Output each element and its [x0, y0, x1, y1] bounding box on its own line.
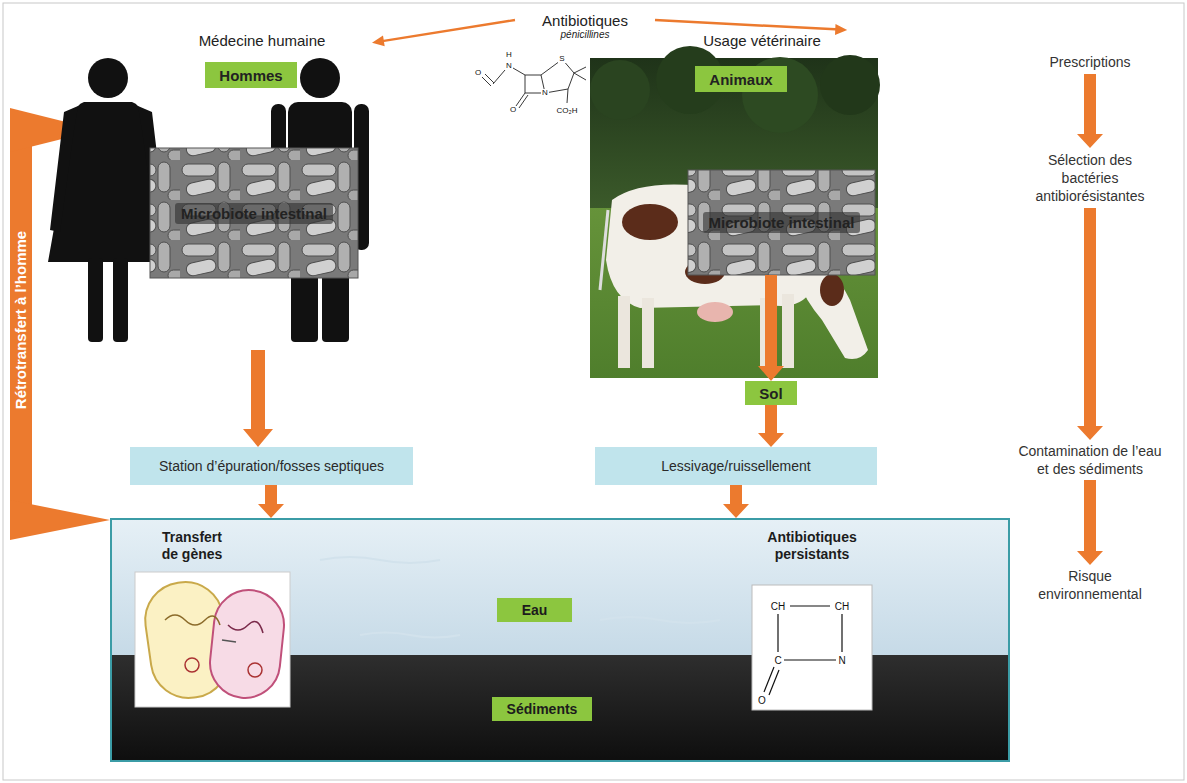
- node-text: Microbiote intestinal: [175, 203, 333, 224]
- node-text: Hommes: [219, 67, 282, 84]
- beta-lactam-structure: [752, 585, 872, 710]
- cow-photo: [590, 46, 880, 378]
- frame: [3, 3, 1184, 780]
- flow-arrow: [758, 405, 784, 447]
- penicillin-structure: [482, 59, 586, 108]
- atom-label: O: [509, 106, 517, 115]
- group-label: Hommes: [205, 62, 297, 88]
- node-text: Antibiotiques: [542, 12, 628, 29]
- atom-label: H: [505, 51, 513, 60]
- flow-arrow: [723, 485, 749, 518]
- group-label: Eau: [497, 598, 572, 622]
- node-text: Contamination de l’eau et des sédiments: [1015, 442, 1165, 478]
- node-text: Sédiments: [507, 701, 578, 718]
- node-text: Sélection des bactéries antibiorésistant…: [1020, 151, 1160, 205]
- node-text: Antibiotiques persistants: [760, 529, 864, 563]
- process-step: Contamination de l’eau et des sédiments: [1015, 440, 1165, 480]
- veterinary-region: Usage vétérinaireAnimauxMicrobiote intes…: [585, 30, 883, 408]
- process-box: Station d’épuration/fosses septiques: [130, 447, 413, 485]
- group-label: Animaux: [695, 66, 787, 92]
- atom-label: CH: [834, 601, 850, 612]
- microbiota-image: [150, 148, 358, 278]
- node-text: Microbiote intestinal: [703, 212, 861, 233]
- process-step: Risque environnemental: [1015, 565, 1165, 605]
- atom-label: S: [558, 55, 565, 64]
- node-text: Médecine humaine: [199, 32, 326, 49]
- node-text: Usage vétérinaire: [703, 32, 821, 49]
- atom-label: N: [505, 62, 513, 71]
- node-text: Risque environnemental: [1015, 567, 1165, 603]
- node-text: Rétrotransfert à l’homme: [10, 150, 32, 490]
- atom-label: CH: [770, 601, 786, 612]
- process-step: Sélection des bactéries antibiorésistant…: [1020, 148, 1160, 208]
- node-text: Prescriptions: [1050, 53, 1131, 71]
- node-text: Station d’épuration/fosses septiques: [159, 458, 384, 474]
- microbiota-image: [688, 170, 875, 275]
- flow-arrow: [758, 275, 784, 381]
- flow-arrow: [243, 350, 273, 447]
- atom-label: C: [773, 655, 782, 666]
- microbiota-picture: Microbiote intestinal: [688, 170, 875, 275]
- atom-label: N: [837, 655, 846, 666]
- process-step: Prescriptions: [1005, 50, 1175, 74]
- atom-label: O: [474, 69, 482, 78]
- node-text: Lessivage/ruissellement: [661, 458, 810, 474]
- water-sediment-ground: [110, 518, 1010, 762]
- group-label: Sol: [745, 381, 797, 405]
- retrotransfer-bracket: Rétrotransfert à l’homme: [10, 150, 32, 490]
- water-sediment-panel: Transfert de gènes Antibiotiques persista…: [110, 518, 1010, 762]
- atom-label: O: [757, 695, 767, 706]
- node-text: Eau: [522, 602, 548, 619]
- gene-transfer-picture: [135, 572, 290, 707]
- antibiotic-source: Antibiotiquespénicillines: [515, 6, 655, 46]
- node-text: pénicillines: [561, 29, 610, 40]
- node-text: Transfert de gènes: [153, 529, 231, 563]
- flow-arrow: [1077, 480, 1103, 565]
- process-box: Lessivage/ruissellement: [595, 447, 877, 485]
- microbiota-picture: Microbiote intestinal: [150, 148, 358, 278]
- flow-arrow: [258, 485, 284, 518]
- group-label: Sédiments: [492, 697, 592, 721]
- atom-label: N: [541, 89, 549, 98]
- flow-arrow: [372, 19, 515, 47]
- node-text: Animaux: [709, 71, 772, 88]
- people-silhouettes: [48, 58, 369, 342]
- atom-label: CO₂H: [556, 107, 579, 116]
- flow-arrow: [1077, 208, 1103, 440]
- human-medicine-region: Médecine humaineHommesMicrobiote intesti…: [30, 30, 372, 350]
- flow-arrow: [1077, 74, 1103, 148]
- node-text: Sol: [759, 385, 782, 402]
